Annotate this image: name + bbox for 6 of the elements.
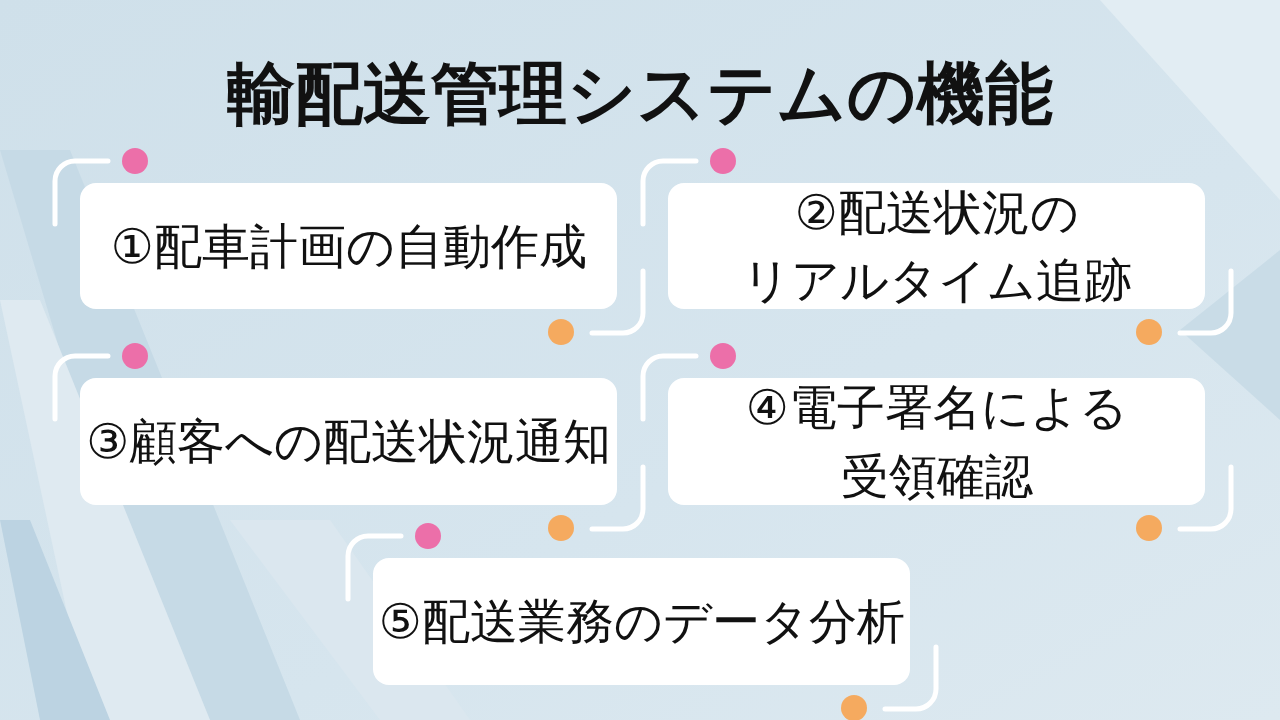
feature-box: ③顧客への配送状況通知 bbox=[80, 378, 617, 505]
title: 輸配送管理システムの機能 bbox=[227, 53, 1053, 135]
feature-box: ④電子署名による受領確認 bbox=[668, 378, 1205, 505]
feature-box: ①配車計画の自動作成 bbox=[80, 183, 617, 309]
feature-box: ⑤配送業務のデータ分析 bbox=[373, 558, 910, 685]
feature-box: ②配送状況のリアルタイム追跡 bbox=[668, 183, 1205, 309]
